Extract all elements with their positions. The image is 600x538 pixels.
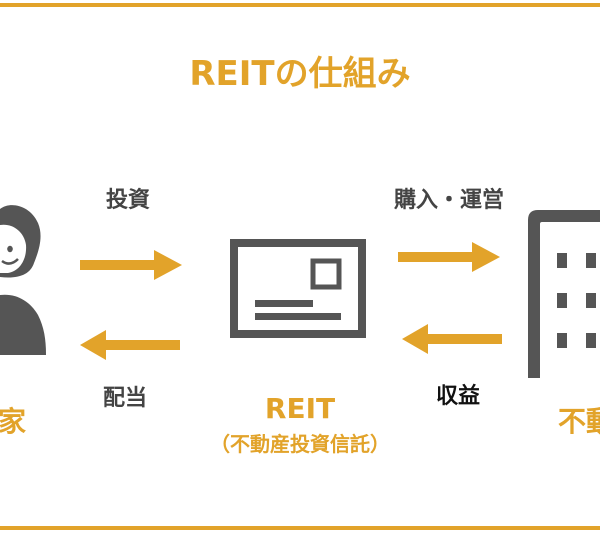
income-arrow <box>402 324 502 354</box>
purchase-label: 購入・運営 <box>394 188 505 213</box>
dividend-arrow <box>80 330 180 360</box>
person-icon <box>0 205 46 355</box>
dividend-label: 配当 <box>103 386 148 411</box>
diagram-title: REITの仕組み <box>189 54 411 94</box>
reit-label: REIT <box>264 392 336 425</box>
income-label: 収益 <box>436 384 481 409</box>
purchase-arrow <box>398 242 500 272</box>
reit-subtitle: （不動産投資信託） <box>210 432 390 456</box>
property-label: 不動 <box>558 405 600 438</box>
building-icon <box>528 210 600 378</box>
invest-arrow <box>80 250 182 280</box>
invest-label: 投資 <box>106 188 151 213</box>
diagram-frame <box>0 3 600 530</box>
investor-label: 家 <box>0 405 27 438</box>
certificate-icon <box>230 239 366 338</box>
